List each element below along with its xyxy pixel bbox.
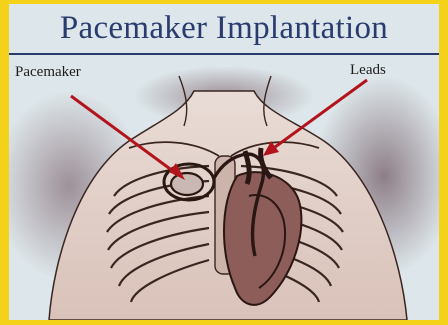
title-underline — [9, 53, 439, 55]
pacemaker-label: Pacemaker — [15, 64, 81, 81]
page-title: Pacemaker Implantation — [9, 6, 439, 50]
diagram-board: Pacemaker Implantation — [9, 4, 439, 320]
leads-label: Leads — [350, 62, 386, 79]
chest-illustration — [9, 56, 439, 320]
